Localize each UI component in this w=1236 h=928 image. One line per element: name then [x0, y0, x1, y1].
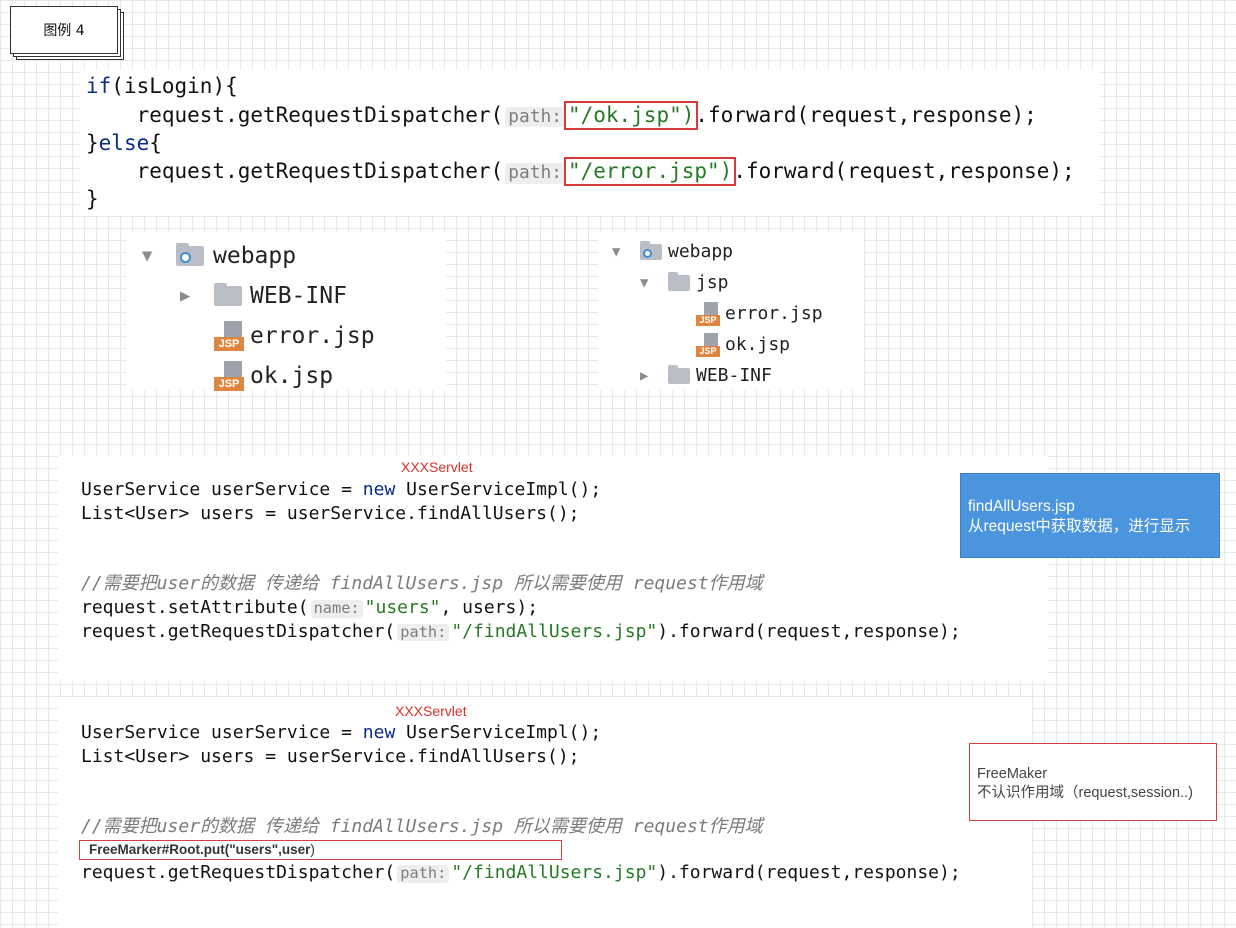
- tree-label: ok.jsp: [725, 334, 791, 355]
- expand-triangle-icon[interactable]: ▼: [142, 246, 153, 266]
- tree-label: ok.jsp: [250, 363, 334, 389]
- code-line: UserService userService = new UserServic…: [81, 479, 602, 500]
- expand-triangle-icon[interactable]: ▼: [612, 243, 621, 260]
- tree-node-jsp-folder[interactable]: ▼ jsp: [612, 267, 823, 298]
- legend-label: 图例 4: [10, 6, 118, 54]
- collapse-triangle-icon[interactable]: ▶: [180, 286, 191, 306]
- freemarker-root-put-box: FreeMarker#Root.put("users",user): [79, 840, 562, 860]
- highlight-error-path: "/error.jsp"): [563, 157, 737, 187]
- tree-label: webapp: [213, 243, 297, 269]
- param-hint: path:: [397, 864, 450, 883]
- jsp-file-icon: JSP: [696, 301, 720, 326]
- param-hint: path:: [505, 163, 565, 184]
- folder-icon: [214, 283, 242, 306]
- code-line: request.getRequestDispatcher(path:"/find…: [81, 620, 961, 642]
- tree-node-webapp[interactable]: ▼ webapp: [612, 236, 823, 267]
- folder-icon: [668, 364, 690, 384]
- note-line: 从request中获取数据，进行显示: [968, 518, 1191, 535]
- collapse-triangle-icon[interactable]: ▶: [640, 367, 649, 384]
- tree-label: error.jsp: [250, 323, 375, 349]
- code-block-servlet-2: UserService userService = new UserServic…: [81, 721, 601, 768]
- code-panel-servlet-2: [58, 698, 1032, 928]
- servlet-label: XXXServlet: [395, 703, 467, 719]
- servlet-label: XXXServlet: [401, 459, 473, 475]
- expand-triangle-icon[interactable]: ▼: [640, 274, 649, 291]
- tree-node-webinf[interactable]: ▶ WEB-INF: [142, 276, 375, 316]
- note-line: 不认识作用域（request,session..): [977, 785, 1193, 801]
- code-comment: //需要把user的数据 传递给 findAllUsers.jsp 所以需要使用…: [81, 573, 763, 594]
- highlight-ok-path: "/ok.jsp"): [563, 100, 699, 130]
- code-line: request.getRequestDispatcher(path:"/erro…: [86, 157, 1075, 187]
- note-line: findAllUsers.jsp: [968, 498, 1075, 515]
- code-line: request.getRequestDispatcher(path:"/ok.j…: [86, 100, 1075, 130]
- tree-node-ok-jsp[interactable]: JSP ok.jsp: [142, 356, 375, 396]
- code-line: List<User> users = userService.findAllUs…: [81, 745, 580, 767]
- code-panel-servlet-1: [58, 455, 1048, 681]
- code-line: }else{: [86, 130, 162, 155]
- code-line: }: [86, 187, 99, 212]
- web-folder-icon: [640, 240, 662, 260]
- tree-node-error-jsp[interactable]: JSP error.jsp: [142, 316, 375, 356]
- tree-label: jsp: [696, 272, 729, 293]
- code-block-login: if(isLogin){ request.getRequestDispatche…: [86, 73, 1075, 214]
- web-root-dot-icon: [643, 248, 652, 258]
- tree-node-webapp[interactable]: ▼ webapp: [142, 236, 375, 276]
- code-line: if(isLogin){: [86, 74, 238, 98]
- code-block-servlet-1-dispatch: request.setAttribute(name:"users", users…: [81, 596, 961, 643]
- note-findallusers: findAllUsers.jsp 从request中获取数据，进行显示: [960, 473, 1220, 558]
- jsp-file-icon: JSP: [214, 321, 244, 351]
- file-tree-left-content: ▼ webapp ▶ WEB-INF JSP error.jsp JSP ok.…: [142, 236, 375, 396]
- web-folder-icon: [176, 243, 204, 266]
- web-root-dot-icon: [180, 252, 191, 263]
- code-line: List<User> users = userService.findAllUs…: [81, 502, 580, 524]
- param-hint: name:: [310, 599, 363, 618]
- code-block-servlet-1: UserService userService = new UserServic…: [81, 478, 601, 525]
- tree-label: WEB-INF: [696, 365, 772, 386]
- jsp-file-icon: JSP: [214, 361, 244, 391]
- file-tree-right-content: ▼ webapp ▼ jsp JSP error.jsp JSP ok.jsp …: [612, 236, 823, 391]
- param-hint: path:: [397, 623, 450, 642]
- tree-node-error-jsp[interactable]: JSP error.jsp: [612, 298, 823, 329]
- note-line: FreeMaker: [977, 766, 1048, 782]
- tree-node-ok-jsp[interactable]: JSP ok.jsp: [612, 329, 823, 360]
- code-line: request.setAttribute(name:"users", users…: [81, 597, 539, 618]
- note-freemaker: FreeMaker 不认识作用域（request,session..): [969, 743, 1217, 821]
- tree-label: WEB-INF: [250, 283, 347, 309]
- code-comment: //需要把user的数据 传递给 findAllUsers.jsp 所以需要使用…: [81, 816, 763, 837]
- code-line: request.getRequestDispatcher(path:"/find…: [81, 862, 961, 883]
- legend-tag: 图例 4: [10, 6, 124, 60]
- tree-label: error.jsp: [725, 303, 823, 324]
- jsp-file-icon: JSP: [696, 332, 720, 357]
- tree-node-webinf[interactable]: ▶ WEB-INF: [612, 360, 823, 391]
- tree-label: webapp: [668, 241, 734, 262]
- code-panel-top: [80, 70, 1100, 216]
- param-hint: path:: [505, 106, 565, 128]
- code-line: UserService userService = new UserServic…: [81, 722, 602, 743]
- folder-icon: [668, 271, 690, 291]
